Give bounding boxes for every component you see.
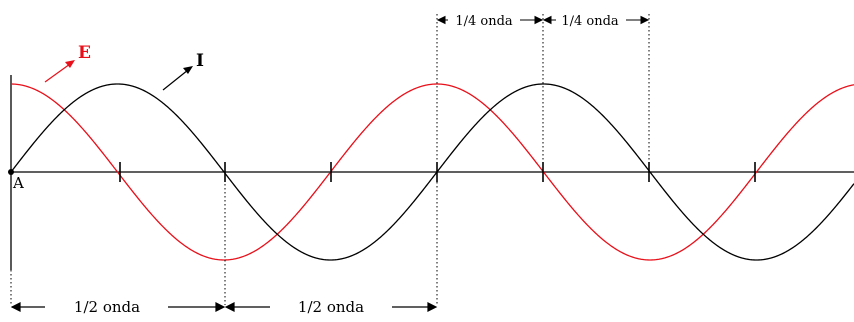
arrowhead-right [534, 15, 544, 25]
origin-label-a: A [12, 174, 24, 192]
current-label-i: I [196, 51, 204, 71]
voltage-wave-e [10, 83, 854, 261]
arrowhead-left [10, 302, 21, 312]
current-label-arrowhead [183, 66, 193, 74]
quarter-wave-label-left: 1/4 onda [455, 14, 513, 29]
quarter-wave-label-right: 1/4 onda [561, 14, 619, 29]
half-wave-label-right: 1/2 onda [298, 298, 364, 316]
origin-dot [8, 169, 14, 175]
half-wave-dimension [10, 302, 438, 312]
current-wave-i [10, 83, 854, 261]
arrowhead-left [542, 15, 552, 25]
arrowhead-right [640, 15, 650, 25]
arrowhead-right [427, 302, 438, 312]
arrowhead-left [436, 15, 446, 25]
arrowhead-right [215, 302, 226, 312]
current-label-arrow-shaft [162, 69, 189, 91]
quarter-wave-dimension [436, 15, 650, 25]
voltage-label-arrowhead [65, 60, 75, 68]
voltage-label-arrow-shaft [44, 63, 71, 83]
guide-lines [10, 14, 650, 305]
voltage-label-e: E [78, 43, 91, 63]
half-wave-label-left: 1/2 onda [74, 298, 140, 316]
